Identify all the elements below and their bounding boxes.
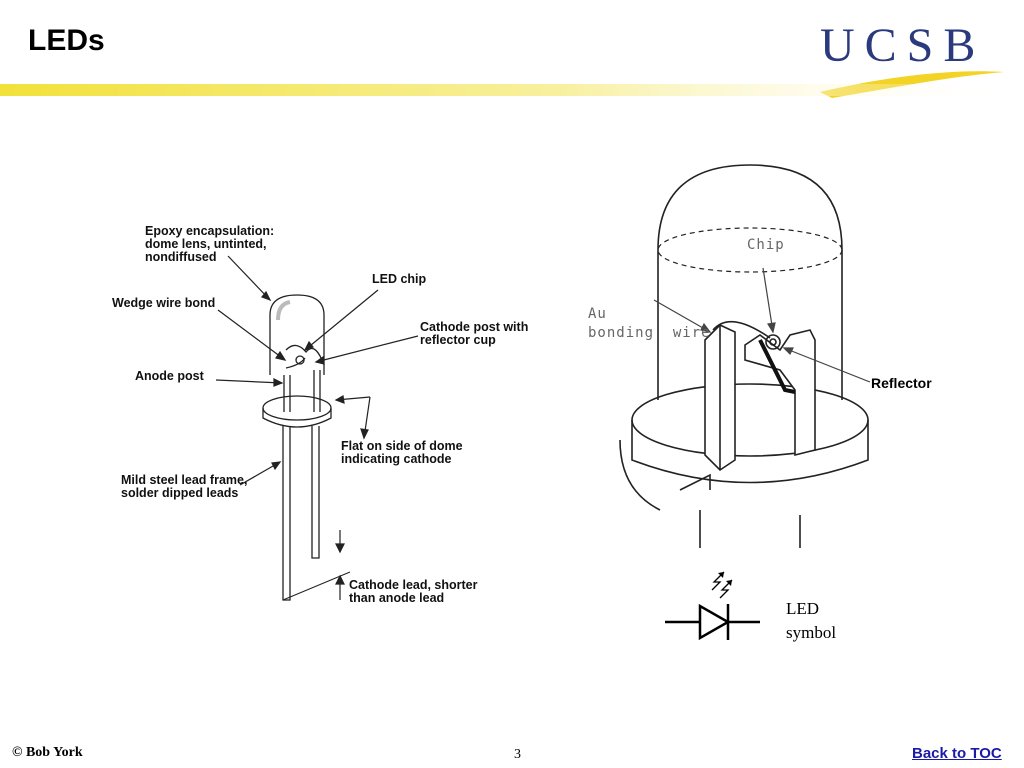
footer-author: © Bob York <box>12 745 83 760</box>
led-schematic-symbol <box>665 571 760 641</box>
label-epoxy: Epoxy encapsulation: dome lens, untinted… <box>145 224 275 264</box>
header-accent-bar <box>0 84 1024 96</box>
label-au-bonding-wire: Au bonding wire <box>588 306 711 341</box>
ucsb-logo-text: UCSB <box>820 19 986 72</box>
label-chip: Chip <box>747 237 785 253</box>
back-to-toc-link[interactable]: Back to TOC <box>912 745 1002 762</box>
label-anode-post: Anode post <box>135 369 204 383</box>
label-cathode-lead: Cathode lead, shorter than anode lead <box>349 578 478 605</box>
label-cathode-post: Cathode post with reflector cup <box>420 320 529 347</box>
led-close-up-diagram <box>619 164 871 548</box>
led-symbol-label: LED symbol <box>786 599 837 642</box>
page-number: 3 <box>514 747 521 762</box>
label-led-chip: LED chip <box>372 272 427 286</box>
slide-title: LEDs <box>28 24 105 57</box>
label-lead-frame: Mild steel lead frame, solder dipped lea… <box>121 473 248 500</box>
led-cross-section-diagram <box>215 255 419 601</box>
label-wedge-wire-bond: Wedge wire bond <box>112 296 216 310</box>
label-flat-side: Flat on side of dome indicating cathode <box>341 439 463 466</box>
label-reflector: Reflector <box>871 375 932 391</box>
